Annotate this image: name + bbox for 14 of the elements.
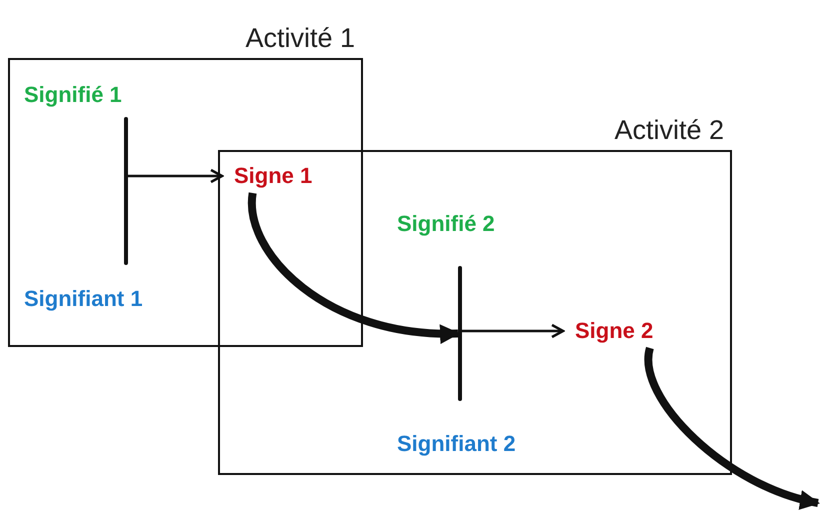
term-label: Signifiant 2	[397, 427, 516, 461]
curved-arrow	[248, 192, 460, 344]
frame-heading: Activité 2	[614, 115, 724, 146]
vertical-bar	[124, 117, 128, 265]
term-label: Signifié 2	[397, 207, 495, 241]
term-label: Signe 1	[222, 159, 324, 193]
arrow	[128, 168, 224, 184]
term-label: Signifiant 1	[24, 282, 143, 316]
term-label: Signe 2	[563, 314, 666, 348]
term-label: Signifié 1	[24, 78, 122, 112]
frame-heading: Activité 1	[245, 23, 355, 54]
curved-arrow	[644, 348, 820, 509]
arrow	[462, 324, 564, 338]
vertical-bar	[458, 266, 462, 401]
